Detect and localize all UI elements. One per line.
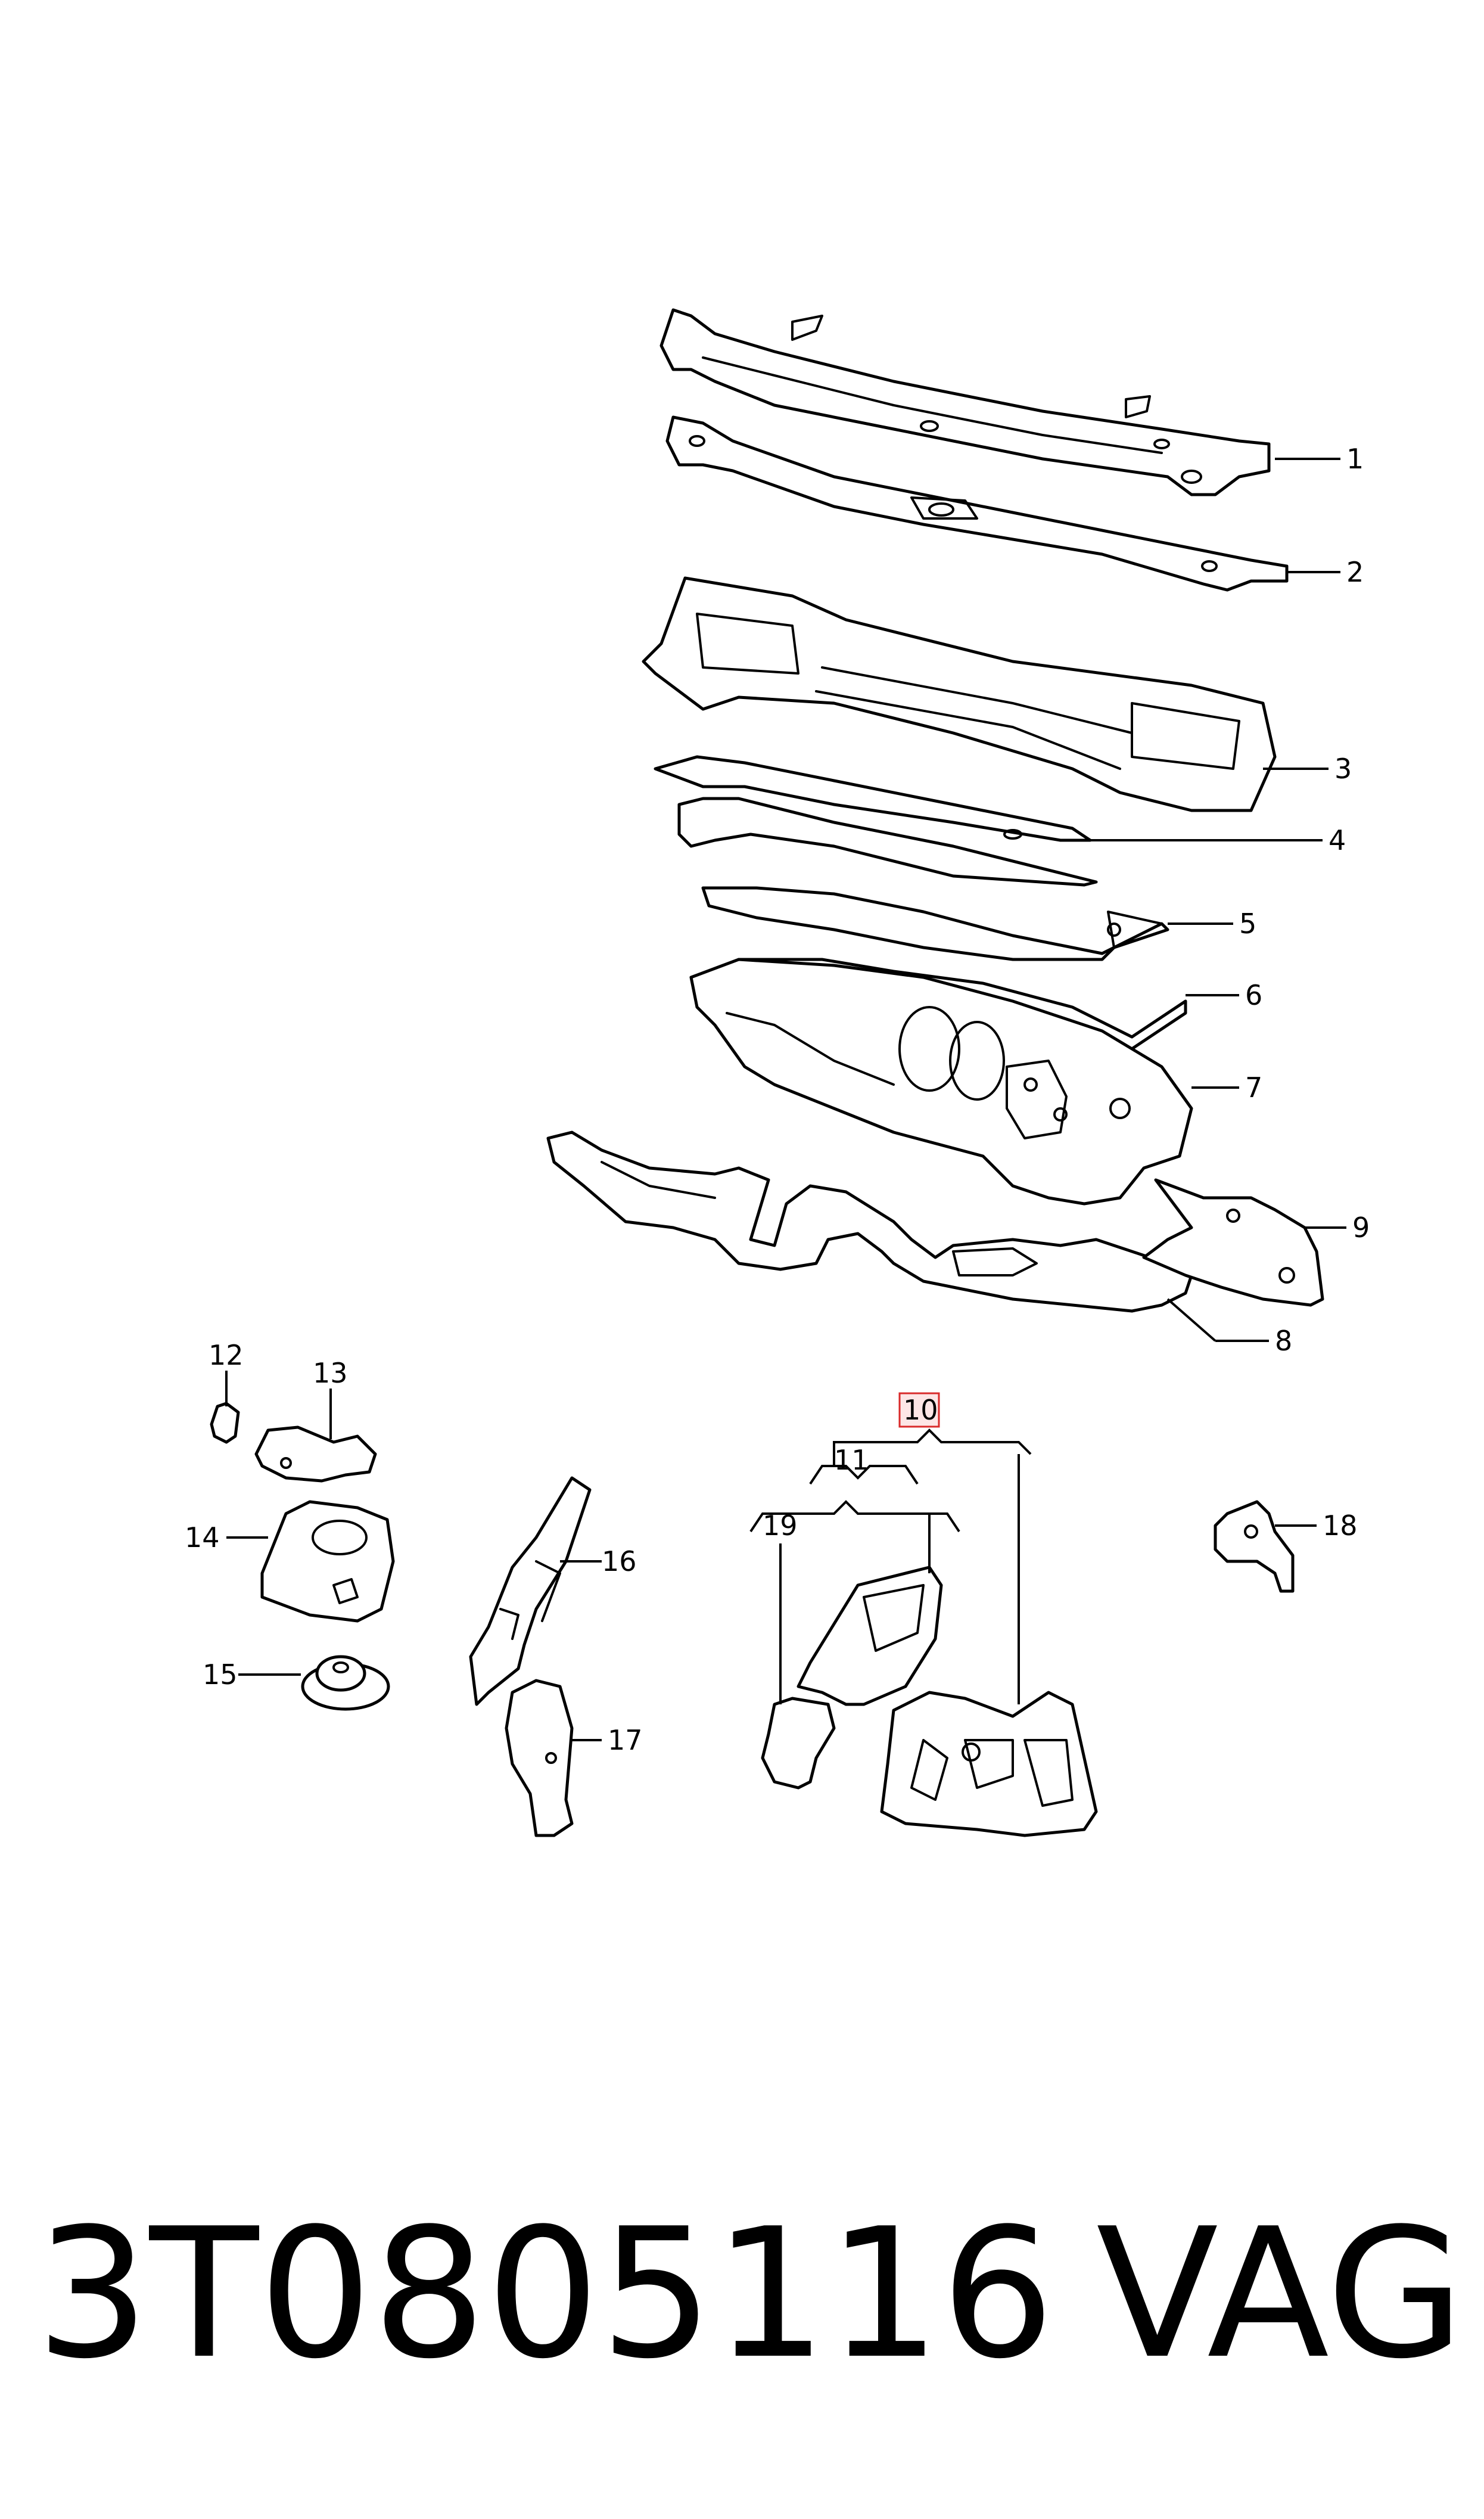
leader-bracket-19-11 — [749, 1500, 960, 1533]
part-11-longitudinal-member — [797, 1566, 943, 1706]
callout-8: 8 — [1275, 1325, 1292, 1357]
part-15-rubber-buffer — [301, 1655, 390, 1711]
callout-10-highlight — [898, 1392, 940, 1428]
part-12-small-bracket — [210, 1402, 240, 1444]
callout-15: 15 — [203, 1658, 238, 1691]
callout-10: 10 — [903, 1394, 938, 1426]
part-9-side-end-piece — [1142, 1178, 1324, 1307]
leader-bracket-11 — [809, 1465, 919, 1485]
callout-3: 3 — [1334, 753, 1352, 785]
callout-12: 12 — [209, 1339, 244, 1371]
callout-4: 4 — [1329, 824, 1346, 856]
brand-text: VAG — [1096, 2190, 1465, 2398]
part-4-cross-member — [654, 755, 1098, 887]
part-14-mount-housing — [260, 1500, 395, 1623]
part-2-cowl-reinforcement — [665, 415, 1289, 592]
callout-11: 11 — [834, 1444, 869, 1476]
part-7-bulkhead — [689, 958, 1193, 1206]
callout-17: 17 — [608, 1724, 643, 1756]
callout-2: 2 — [1346, 556, 1364, 588]
callout-14: 14 — [185, 1521, 220, 1554]
callout-5: 5 — [1239, 908, 1256, 940]
part-10-wheel-housing-assembly — [880, 1691, 1098, 1837]
callout-7: 7 — [1245, 1071, 1262, 1104]
leader-lines — [225, 458, 1346, 1741]
callout-6: 6 — [1245, 979, 1262, 1011]
callout-labels: 1 2 3 4 5 6 7 8 9 10 11 12 13 14 15 16 1… — [185, 443, 1370, 1756]
leader-8a — [1166, 1298, 1217, 1342]
callout-13: 13 — [313, 1357, 348, 1389]
part-3-plenum-panel — [642, 576, 1277, 812]
callout-19: 19 — [763, 1509, 798, 1542]
part-5-bulkhead-strip — [701, 886, 1169, 961]
callout-1: 1 — [1346, 443, 1364, 475]
part-1-cowl-panel-upper — [659, 308, 1271, 496]
callout-9: 9 — [1352, 1212, 1370, 1244]
callout-18: 18 — [1323, 1509, 1358, 1542]
leader-bracket-10 — [833, 1428, 1032, 1466]
part-18-mounting-bracket — [1214, 1500, 1295, 1593]
part-17-pillar-reinforcement — [505, 1679, 574, 1837]
part-number-text: 3T0805116 — [36, 2190, 1055, 2398]
callout-16: 16 — [602, 1545, 637, 1577]
part-19-bracket — [761, 1697, 836, 1790]
part-16-pillar-bracket — [469, 1476, 592, 1706]
part-13-bracket-plate — [254, 1425, 377, 1483]
